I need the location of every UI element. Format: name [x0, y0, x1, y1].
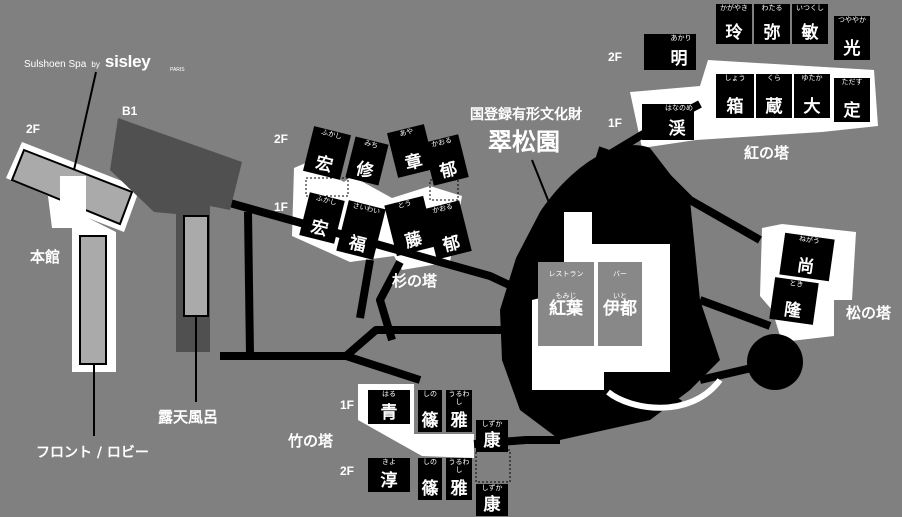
- take-label: 竹の塔: [288, 432, 334, 450]
- room-beni-2f-4[interactable]: いつくし敏: [792, 4, 828, 44]
- matsu-plaza: [747, 334, 803, 390]
- room-take-1f-3[interactable]: うるわし雅: [446, 390, 472, 432]
- room-take-1f-2[interactable]: しの篠: [418, 390, 442, 432]
- take-2f: 2F: [340, 464, 355, 478]
- room-beni-2f-5[interactable]: つややか光: [834, 16, 870, 60]
- room-beni-2f-2[interactable]: かがやき玲: [716, 4, 752, 44]
- beni-label: 紅の塔: [744, 144, 790, 162]
- room-take-2f-1[interactable]: きよ淳: [368, 458, 410, 492]
- room-matsu-2[interactable]: とき隆: [769, 277, 819, 325]
- spa-sub: PARIS: [170, 67, 185, 73]
- room-take-1f-4[interactable]: しずか康: [476, 420, 508, 452]
- spa-brand: sisley: [104, 52, 151, 71]
- b1-building: [110, 118, 242, 352]
- beni-2f: 2F: [608, 50, 623, 64]
- bar-ito[interactable]: バー いと 伊都: [603, 270, 637, 319]
- heritage-big-label: 翠松園: [488, 127, 560, 156]
- matsu-label: 松の塔: [846, 304, 892, 322]
- room-take-2f-2[interactable]: しの篠: [418, 458, 442, 500]
- room-take-2f-3[interactable]: うるわし雅: [446, 458, 472, 500]
- heritage-small-label: 国登録有形文化財: [470, 107, 582, 123]
- leader-lines: [73, 71, 553, 436]
- sugi-label: 杉の塔: [392, 272, 438, 290]
- room-beni-1f-1[interactable]: はなのめ渓: [642, 104, 694, 140]
- restaurant-momiji[interactable]: レストラン もみじ 紅葉: [548, 270, 584, 319]
- honkan-floor: 2F: [26, 122, 41, 136]
- room-beni-1f-2[interactable]: しょう箱: [716, 74, 754, 118]
- spa-logo: Sulshoen Spa by sisley PARIS: [24, 52, 185, 73]
- room-beni-1f-4[interactable]: ゆたか大: [794, 74, 830, 118]
- room-take-2f-4[interactable]: しずか康: [476, 484, 508, 516]
- front-label: フロント / ロビー: [36, 445, 149, 461]
- room-take-1f-1[interactable]: はる青: [368, 390, 410, 424]
- sugi-2f: 2F: [274, 132, 289, 146]
- beni-1f: 1F: [608, 116, 623, 130]
- b1-label: B1: [122, 104, 138, 118]
- take-1f: 1F: [340, 398, 355, 412]
- room-matsu-1[interactable]: ねがう尚: [779, 232, 835, 282]
- room-beni-1f-3[interactable]: くら蔵: [756, 74, 792, 118]
- honkan-label: 本館: [30, 248, 61, 266]
- roten-label: 露天風呂: [158, 408, 219, 426]
- spa-name: Sulshoen Spa: [24, 59, 87, 70]
- spa-by: by: [91, 60, 100, 69]
- sugi-1f: 1F: [274, 200, 289, 214]
- room-beni-1f-5[interactable]: ただす定: [834, 78, 870, 122]
- room-beni-2f-1[interactable]: あかり明: [644, 34, 696, 70]
- room-beni-2f-3[interactable]: わたる弥: [754, 4, 790, 44]
